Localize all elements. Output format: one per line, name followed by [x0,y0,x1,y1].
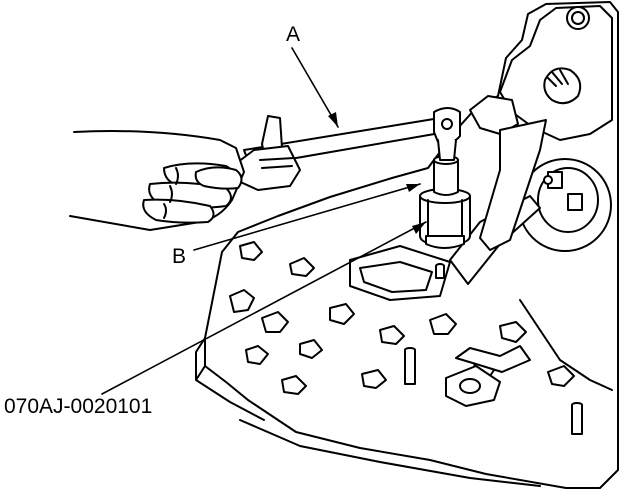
top-bracket [469,95,519,135]
lower-bracket-hole [459,378,481,394]
attachment-flats [427,199,463,239]
arrowhead-b [406,184,420,192]
leader-tool [101,221,427,395]
arrowhead-tool [412,222,426,234]
filler-plug-inner [571,11,585,25]
case-boss-10 [361,369,387,389]
case-rib-3 [479,119,547,251]
case-boss-4 [245,345,269,365]
knuckle-lines [163,167,179,219]
case-boss-8 [499,321,527,343]
gear-teeth [543,67,582,105]
attachment-nut [425,235,465,249]
case-boss-14 [289,257,315,277]
callout-a: A [286,23,301,46]
arrowhead-a [328,112,338,127]
case-boss-5 [329,303,355,325]
case-rib-right [519,299,613,391]
thumb [194,166,243,190]
lower-bracket-arm [455,345,531,373]
case-boss-7 [429,313,457,335]
case-boss-12 [547,365,575,387]
wrench-pivot [441,118,453,130]
post-2-body [571,404,583,435]
leader-b [193,183,421,251]
transmission-case [195,1,619,489]
case-boss-11 [281,375,307,395]
finger-3 [142,198,215,224]
case-boss-3 [299,339,323,359]
bore-bolt-2 [567,193,583,211]
post-1-body [404,349,416,385]
leader-a [291,47,339,128]
leader-lines [101,47,427,395]
case-boss-2 [261,311,289,333]
wrench-drive [437,139,457,161]
case-boss-1 [229,289,255,313]
hand [69,130,245,231]
wrench-scale [259,157,295,169]
bore-bolt-3 [543,175,553,185]
case-rib-bottom [239,419,541,487]
leader-arrowheads [328,112,426,234]
shaft-collar [433,159,459,196]
callout-tool-number: 070AJ-0020101 [4,395,153,418]
post-3-body [435,265,445,279]
case-boss-13 [239,241,263,261]
case-window [359,261,433,293]
callout-b: B [172,245,187,268]
case-boss-6 [379,325,405,345]
